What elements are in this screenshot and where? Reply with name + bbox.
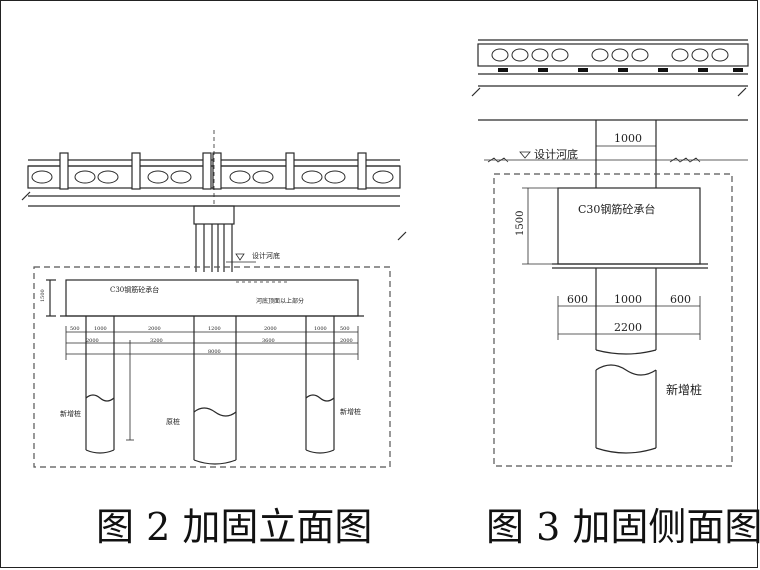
right-reinforce-boundary xyxy=(493,173,733,467)
right-labels: 1000 设计河底 C30钢筋砼承台 1500 600 1000 600 220… xyxy=(515,132,702,397)
right-design-bed: 设计河底 xyxy=(534,147,578,161)
left-cap-label: C30钢筋砼承台 xyxy=(110,285,159,294)
right-dim-total: 2200 xyxy=(614,321,642,334)
left-dim-r2-3: 2000 xyxy=(340,338,353,344)
left-reinforce-boundary xyxy=(33,266,391,468)
right-dim-c: 600 xyxy=(670,293,691,306)
left-dim-r2-0: 2000 xyxy=(86,338,99,344)
right-dimension-lines xyxy=(557,296,701,340)
left-design-bed-label: 设计河底 xyxy=(252,251,280,260)
right-pile-cap xyxy=(557,187,701,265)
right-height: 1500 xyxy=(515,211,526,236)
left-dim-r1-1: 1000 xyxy=(94,326,107,332)
left-dim-r2-2: 3600 xyxy=(262,338,275,344)
left-labels: C30钢筋砼承台 设计河底 河底顶面以上部分 1500 新增桩 原桩 新增桩 5… xyxy=(40,251,361,426)
left-height-label: 1500 xyxy=(40,289,46,302)
left-piles xyxy=(85,316,335,465)
left-dim-r1-0: 500 xyxy=(70,326,80,332)
left-dim-r2-1: 3200 xyxy=(150,338,163,344)
right-cap-label: C30钢筋砼承台 xyxy=(578,202,655,216)
left-orig-pile: 原桩 xyxy=(166,417,180,426)
left-dimension-lines xyxy=(65,326,359,441)
left-dim-r1-5: 1000 xyxy=(314,326,327,332)
left-elevation-drawing xyxy=(21,130,407,468)
right-new-pile: 新增桩 xyxy=(666,382,702,397)
right-dim-a: 600 xyxy=(567,293,588,306)
left-dim-r1-6: 500 xyxy=(340,326,350,332)
right-dim-b: 1000 xyxy=(614,293,642,306)
figure-caption-left: 图 2 加固立面图 xyxy=(96,505,373,549)
left-dim-r1-2: 2000 xyxy=(148,326,161,332)
left-dim-total: 8000 xyxy=(208,349,221,355)
right-width-top: 1000 xyxy=(614,132,642,145)
figure-caption-right: 图 3 加固侧面图 xyxy=(486,505,760,549)
left-pier-column xyxy=(193,130,235,272)
left-new-pile-right: 新增桩 xyxy=(340,407,361,416)
left-scour-label: 河底顶面以上部分 xyxy=(256,297,304,305)
left-dim-r1-4: 2000 xyxy=(264,326,277,332)
left-dim-r1-3: 1200 xyxy=(208,326,221,332)
left-new-pile-left: 新增桩 xyxy=(60,409,81,418)
right-new-pile xyxy=(595,268,657,454)
right-side-drawing xyxy=(471,39,749,467)
right-bridge-deck xyxy=(471,39,749,121)
